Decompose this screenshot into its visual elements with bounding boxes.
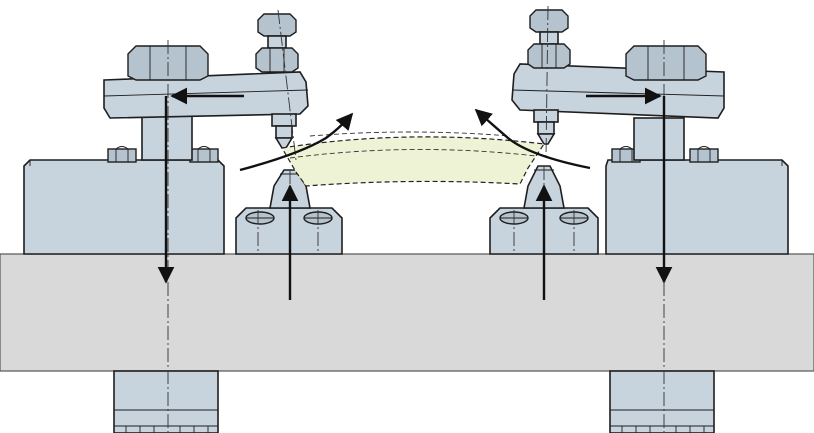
clamp-block-right	[605, 159, 789, 255]
workpiece-inner-line-2	[309, 131, 511, 137]
clamp-column-right	[633, 117, 685, 161]
lower-block-left	[113, 370, 219, 433]
axis-screw-right	[545, 5, 549, 157]
pressure-screw-right	[527, 9, 571, 145]
axis-screw-left	[277, 9, 297, 161]
slot-screw-left-b	[189, 146, 219, 163]
slot-screw-right-b	[689, 146, 719, 163]
workpiece-inner-line	[289, 149, 537, 159]
deflection-curve-left-arrow	[239, 112, 354, 172]
slot-screw-right-a	[611, 146, 641, 163]
pressure-screw-left	[255, 13, 299, 149]
base-plate	[0, 253, 814, 372]
slot-screw-left-a	[107, 146, 137, 163]
workpiece	[281, 136, 546, 187]
lower-block-right	[609, 370, 715, 433]
deflection-curve-right-arrow	[474, 108, 591, 170]
clamp-block-left	[23, 159, 225, 255]
clamp-bolt-right	[625, 45, 707, 81]
